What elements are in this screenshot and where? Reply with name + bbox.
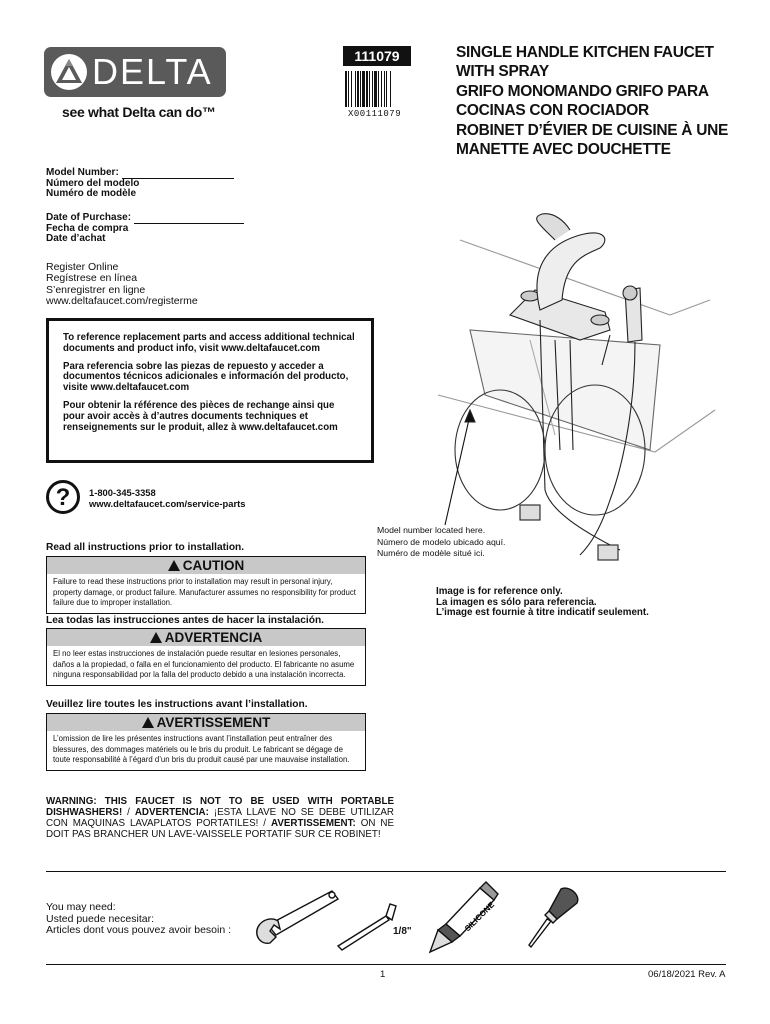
- title-line: ROBINET D’ÉVIER DE CUISINE À UNE: [456, 121, 729, 139]
- register-online: Register Online Regístrese en línea S’en…: [46, 261, 198, 307]
- help-contact: 1-800-345-3358 www.deltafaucet.com/servi…: [89, 487, 245, 510]
- tools-line: Articles dont vous pouvez avoir besoin :: [46, 924, 232, 936]
- purchase-date-field: Date of Purchase: Fecha de compra Date d…: [46, 212, 244, 245]
- read-instructions-en: Read all instructions prior to installat…: [46, 542, 245, 553]
- register-line: Regístrese en línea: [46, 272, 138, 285]
- screwdriver-icon: [528, 887, 579, 949]
- barcode-bar: [374, 71, 377, 107]
- caution-box: CAUTION Failure to read these instructio…: [46, 556, 366, 614]
- model-note-line: Numéro de modèle situé ici.: [377, 548, 485, 558]
- page-number: 1: [380, 969, 386, 980]
- model-number-label-es: Número del modelo: [46, 177, 140, 189]
- image-note-line: L’image est fournie à titre indicatif se…: [436, 607, 649, 618]
- barcode-bar: [357, 71, 359, 107]
- advertencia-title: ADVERTENCIA: [164, 630, 263, 645]
- portable-dishwasher-warning: WARNING: THIS FAUCET IS NOT TO BE USED W…: [46, 796, 395, 840]
- barcode-bar: [362, 71, 365, 107]
- advertencia-header: ADVERTENCIA: [47, 629, 365, 646]
- model-number-label: Model Number:: [46, 167, 119, 178]
- read-instructions-es: Lea todas las instrucciones antes de hac…: [46, 615, 324, 626]
- avertissement-text: L’omission de lire les présentes instruc…: [53, 734, 350, 764]
- tools-line: Usted puede necesitar:: [46, 912, 154, 925]
- barcode-text: X00111079: [348, 109, 402, 119]
- register-url[interactable]: www.deltafaucet.com/registerme: [46, 294, 198, 307]
- tools-needed: You may need: Usted puede necesitar: Art…: [46, 901, 232, 937]
- warning-triangle-icon: [167, 560, 180, 571]
- register-line: S’enregistrer en ligne: [46, 283, 146, 296]
- barcode-bar: [386, 71, 387, 107]
- delta-triangle-icon: [51, 54, 87, 90]
- help-phone[interactable]: 1-800-345-3358: [89, 487, 156, 498]
- warning-triangle-icon: [149, 632, 162, 643]
- barcode-bar: [366, 71, 368, 107]
- faucet-illustration: [437, 213, 716, 561]
- advertencia-box: ADVERTENCIA El no leer estas instruccion…: [46, 628, 366, 686]
- title-line: SINGLE HANDLE KITCHEN FAUCET: [456, 44, 714, 61]
- purchase-date-blank[interactable]: [133, 214, 244, 224]
- portable-warning-es-label: ADVERTENCIA:: [134, 807, 209, 818]
- avertissement-title: AVERTISSEMENT: [156, 715, 271, 730]
- model-note-line: Número de modelo ubicado aquí.: [377, 536, 506, 547]
- adjustable-wrench-icon: [256, 890, 340, 944]
- silicone-tube-icon: SILICONE: [428, 881, 499, 954]
- barcode: [345, 71, 391, 107]
- portable-warning-fr-label: AVERTISSEMENT:: [271, 818, 356, 829]
- barcode-bar: [360, 71, 361, 107]
- logo-wordmark: DELTA: [92, 51, 213, 92]
- purchase-date-label: Date of Purchase:: [46, 212, 132, 223]
- caution-title: CAUTION: [182, 558, 245, 573]
- portable-warning-fr: ON NE DOIT PAS BRANCHER UN LAVE-VAISSELE…: [46, 818, 394, 840]
- barcode-bar: [378, 71, 379, 107]
- image-note-line: La imagen es sólo para referencia.: [436, 596, 597, 608]
- revision-date: 06/18/2021 Rev. A: [648, 969, 726, 980]
- part-number: 111079: [343, 46, 411, 66]
- avertissement-header: AVERTISSEMENT: [47, 714, 365, 731]
- portable-warning-en: WARNING: THIS FAUCET IS NOT TO BE USED W…: [46, 796, 394, 818]
- footer-divider: [46, 964, 726, 965]
- model-number-field: Model Number: Número del modelo Numéro d…: [46, 167, 234, 200]
- tagline: see what Delta can do™: [62, 104, 216, 120]
- question-icon: ?: [46, 480, 80, 514]
- caution-header: CAUTION: [47, 557, 365, 574]
- warning-triangle-icon: [141, 717, 154, 728]
- image-note-line: Image is for reference only.: [436, 586, 563, 597]
- purchase-date-label-fr: Date d’achat: [46, 233, 106, 244]
- reference-box: To reference replacement parts and acces…: [46, 318, 374, 463]
- barcode-bar: [369, 71, 370, 107]
- model-note-line: Model number located here.: [377, 525, 486, 535]
- barcode-bar: [384, 71, 385, 107]
- read-instructions-fr: Veuillez lire toutes les instructions av…: [46, 699, 308, 710]
- delta-logo: DELTA: [44, 47, 226, 97]
- title-line: MANETTE AVEC DOUCHETTE: [456, 141, 671, 159]
- hex-key-size: 1/8": [393, 926, 412, 937]
- barcode-bar: [390, 71, 391, 107]
- product-title: SINGLE HANDLE KITCHEN FAUCET WITH SPRAY …: [456, 43, 756, 159]
- barcode-bar: [351, 71, 352, 107]
- hex-key-icon: [336, 903, 397, 951]
- barcode-bar: [345, 71, 347, 107]
- caution-text: Failure to read these instructions prior…: [53, 577, 356, 607]
- purchase-date-label-es: Fecha de compra: [46, 222, 129, 234]
- title-line: WITH SPRAY: [456, 63, 549, 81]
- barcode-bar: [348, 71, 349, 107]
- model-number-location-note: Model number located here. Número de mod…: [377, 525, 505, 560]
- help-url[interactable]: www.deltafaucet.com/service-parts: [89, 498, 246, 510]
- register-line: Register Online: [46, 261, 119, 273]
- barcode-bar: [381, 71, 382, 107]
- portable-warning-es: ¡ESTA LLAVE NO SE DEBE UTILIZAR CON MAQU…: [46, 807, 395, 829]
- image-reference-note: Image is for reference only. La imagen e…: [436, 586, 649, 619]
- divider: [46, 871, 726, 872]
- title-line: COCINAS CON ROCIADOR: [456, 102, 649, 120]
- model-number-blank[interactable]: [121, 169, 234, 179]
- reference-es: Para referencia sobre las piezas de repu…: [63, 360, 349, 394]
- tools-line: You may need:: [46, 901, 116, 913]
- reference-en: To reference replacement parts and acces…: [63, 332, 355, 354]
- avertissement-box: AVERTISSEMENT L’omission de lire les pré…: [46, 713, 366, 771]
- reference-fr: Pour obtenir la référence des pièces de …: [63, 399, 338, 433]
- model-number-label-fr: Numéro de modèle: [46, 188, 137, 199]
- barcode-bar: [355, 71, 356, 107]
- advertencia-text: El no leer estas instrucciones de instal…: [53, 649, 355, 679]
- title-line: GRIFO MONOMANDO GRIFO PARA: [456, 82, 709, 100]
- barcode-bar: [372, 71, 373, 107]
